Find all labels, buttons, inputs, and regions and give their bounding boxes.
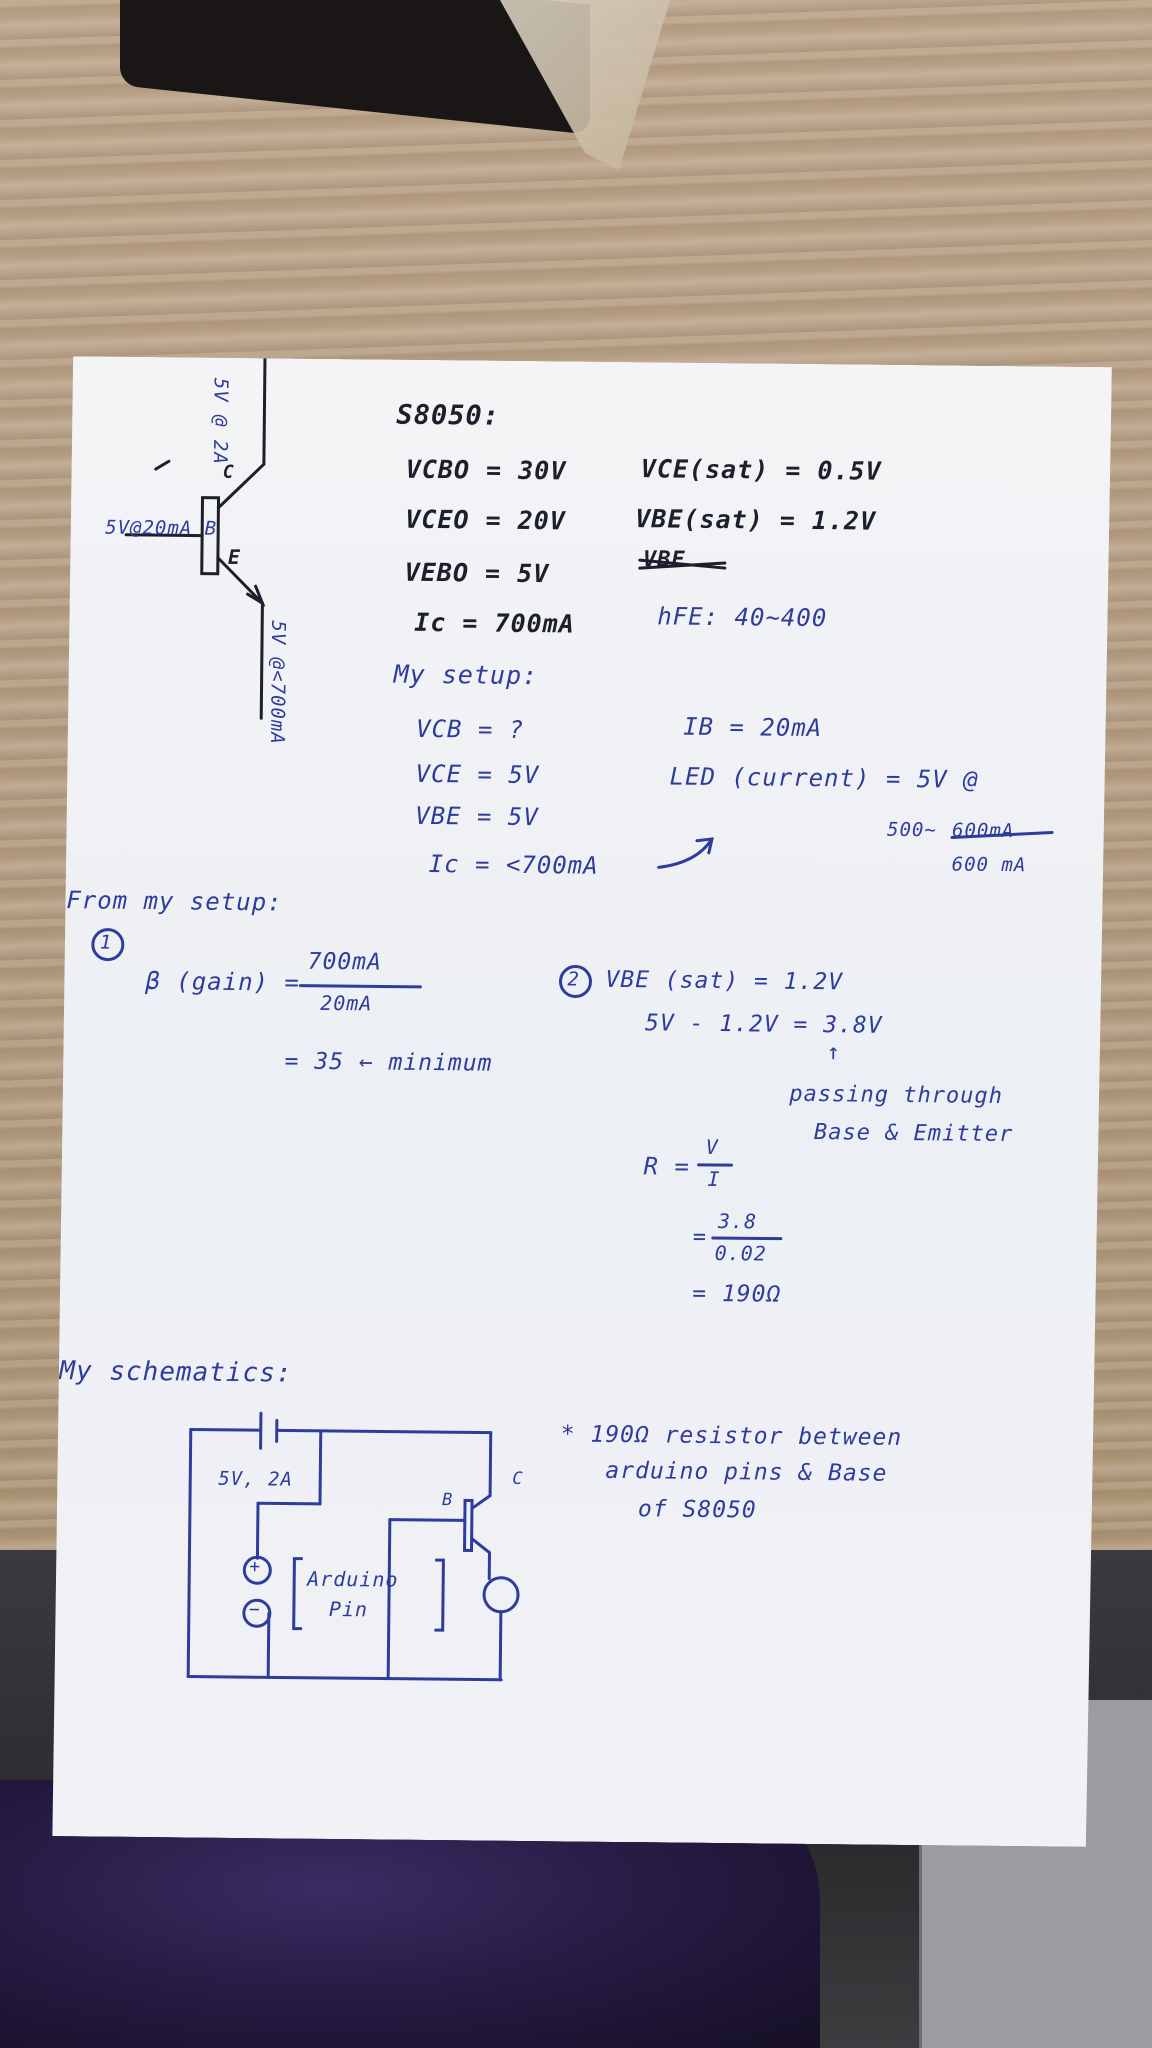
- led-strike: [952, 831, 1052, 838]
- note-drawings: [37, 356, 1112, 1847]
- setup-vcb: VCB = ?: [415, 714, 525, 744]
- wire-led-down: [500, 1612, 501, 1680]
- wire-supply-down: [320, 1431, 321, 1504]
- strike-line-2: [640, 562, 725, 569]
- collector-rating: 5V @ 2A: [208, 377, 232, 465]
- schematic-heading: My schematics:: [59, 1356, 293, 1389]
- hfe-rating: hFE: 40~400: [657, 602, 828, 633]
- wire-minus-down: [268, 1613, 269, 1677]
- stray-mark: [156, 461, 169, 469]
- emitter-rating: 5V @<700mA: [265, 620, 290, 745]
- step2-circle: [560, 966, 590, 996]
- setup-heading: My setup:: [393, 659, 539, 691]
- beta-result: = 35 ← minimum: [284, 1048, 493, 1077]
- calc-note-line1: passing through: [789, 1081, 1004, 1109]
- base-label: 5V@20mA B: [105, 516, 218, 540]
- minus-sign: −: [248, 1599, 261, 1621]
- wire-top-right: [277, 1430, 491, 1432]
- remark-line-1: * 190Ω resistor between: [560, 1421, 903, 1451]
- arduino-bracket-left: [294, 1559, 302, 1629]
- setup-led-range-a: 500~: [886, 818, 937, 842]
- emitter-wire: [261, 603, 262, 718]
- step1-circle: [93, 929, 123, 959]
- beta-label: β (gain) =: [145, 967, 301, 997]
- collector-lead: [218, 464, 263, 508]
- step1-number: 1: [99, 931, 113, 954]
- wire-left: [188, 1430, 191, 1677]
- vce-sat-rating: VCE(sat) = 0.5V: [640, 454, 882, 486]
- setup-led-range-b: 600 mA: [951, 853, 1027, 877]
- setup-led-struck: 600mA: [951, 819, 1015, 843]
- setup-ib: IB = 20mA: [683, 712, 823, 743]
- emitter-lead: [217, 558, 262, 603]
- base-wire: [126, 535, 202, 536]
- r-numerator-1: V: [705, 1134, 719, 1160]
- beta-denominator: 20mA: [320, 990, 373, 1016]
- r-numerator-2: 3.8: [717, 1209, 758, 1234]
- r-denominator-1: I: [707, 1166, 721, 1192]
- wire-base-down: [388, 1520, 390, 1679]
- remark-line-3: of S8050: [637, 1496, 757, 1524]
- vebo-rating: VEBO = 5V: [404, 557, 550, 589]
- calc-vbe-sat: VBE (sat) = 1.2V: [605, 966, 844, 996]
- vceo-rating: VCEO = 20V: [405, 504, 566, 536]
- wire-to-plus: [257, 1503, 258, 1558]
- struck-vbe: VBE: [642, 547, 686, 573]
- ic-rating: Ic = 700mA: [414, 607, 575, 639]
- r-equals: =: [692, 1224, 708, 1250]
- calc-note-line2: Base & Emitter: [813, 1120, 1014, 1148]
- schematic-c-letter: C: [512, 1468, 524, 1489]
- setup-vbe: VBE = 5V: [415, 801, 539, 832]
- wire-collector: [490, 1433, 491, 1496]
- r-label: R =: [643, 1152, 691, 1181]
- base-bar-2: [465, 1500, 473, 1550]
- r-denominator-2: 0.02: [714, 1240, 767, 1266]
- collector-lead-2: [472, 1495, 490, 1508]
- beta-fraction-bar: [300, 986, 420, 987]
- r-fraction-bar-2: [713, 1238, 781, 1239]
- setup-ic: Ic = <700mA: [428, 849, 599, 880]
- step2-number: 2: [567, 968, 581, 991]
- collector-wire: [264, 356, 266, 464]
- emitter-letter: E: [227, 544, 242, 569]
- calc-heading: From my setup:: [66, 886, 283, 917]
- handwritten-note: S8050: VCBO = 30V VCEO = 20V VEBO = 5V I…: [37, 356, 1112, 1847]
- supply-label: 5V, 2A: [218, 1467, 294, 1491]
- calc-subtract: 5V - 1.2V = 3.8V: [644, 1010, 883, 1039]
- wire-base: [390, 1520, 465, 1521]
- plus-circle: [244, 1557, 270, 1583]
- beta-numerator: 700mA: [307, 948, 383, 976]
- vbe-sat-rating: VBE(sat) = 1.2V: [635, 504, 877, 536]
- wire-top-left: [191, 1430, 261, 1431]
- arduino-bracket-right: [436, 1560, 444, 1630]
- wire-bottom: [188, 1676, 501, 1679]
- calc-arrow: ↑: [826, 1040, 842, 1066]
- remark-line-2: arduino pins & Base: [605, 1457, 888, 1487]
- schematic-b-letter: B: [441, 1490, 454, 1511]
- arduino-pin-label: Pin: [328, 1596, 369, 1622]
- r-result: = 190Ω: [692, 1280, 782, 1308]
- vcbo-rating: VCBO = 30V: [405, 454, 567, 486]
- collector-letter: C: [222, 461, 235, 483]
- emitter-lead-2: [471, 1538, 489, 1552]
- setup-led: LED (current) = 5V @: [669, 762, 979, 794]
- ic-led-arrow: [659, 838, 712, 868]
- part-number: S8050:: [396, 399, 501, 432]
- setup-vce: VCE = 5V: [415, 759, 540, 790]
- ic-led-arrow-head: [697, 839, 712, 853]
- plus-sign: +: [249, 1556, 262, 1578]
- arduino-label: Arduino: [307, 1566, 399, 1592]
- led-circle: [484, 1578, 518, 1612]
- wire-supply-left: [258, 1503, 320, 1504]
